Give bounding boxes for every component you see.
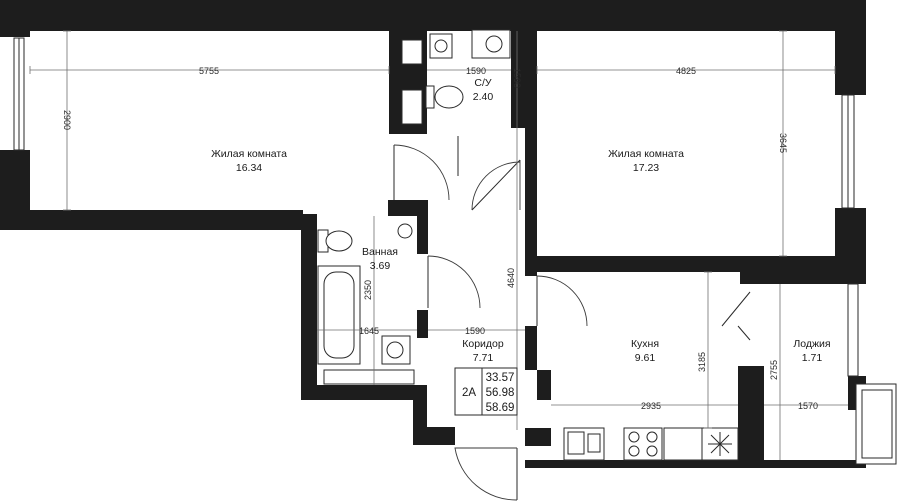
- apartment-area-total: 56.98: [486, 387, 515, 399]
- dim-loggia-width: 1570: [798, 401, 818, 411]
- room-name-bath: Ванная: [362, 246, 398, 258]
- room-area-corridor: 7.71: [473, 352, 494, 364]
- room-name-living-right: Жилая комната: [608, 148, 684, 160]
- room-area-loggia: 1.71: [802, 352, 823, 364]
- dim-corridor-height: 4640: [506, 268, 516, 288]
- dim-living-right-width: 4825: [676, 66, 696, 76]
- windows: [13, 37, 897, 465]
- wc-sink: [471, 29, 511, 59]
- wc-toilet: [434, 85, 464, 109]
- dim-bath-height: 2350: [363, 280, 373, 300]
- window-loggia: [847, 283, 859, 377]
- dim-corridor-width: 1590: [465, 326, 485, 336]
- room-name-wc: С/У: [474, 77, 492, 89]
- apartment-area-with-loggia: 58.69: [486, 402, 515, 414]
- room-labels: Жилая комната 16.34 С/У 2.40 Жилая комна…: [211, 77, 831, 364]
- room-name-loggia: Лоджия: [793, 338, 830, 350]
- wc-sink-small: [429, 33, 453, 59]
- apartment-info-box: 2A 33.57 56.98 58.69: [454, 367, 518, 416]
- bath-sink: [381, 335, 411, 365]
- dim-living-left-width: 5755: [199, 66, 219, 76]
- fixtures: [317, 29, 739, 461]
- room-name-living-left: Жилая комната: [211, 148, 287, 160]
- room-area-kitchen: 9.61: [635, 352, 656, 364]
- room-area-living-right: 17.23: [633, 162, 659, 174]
- apartment-area-living: 33.57: [486, 372, 515, 384]
- apartment-code: 2A: [462, 387, 476, 399]
- dim-wc-height: 1590: [512, 68, 522, 88]
- bathtub: [317, 265, 361, 365]
- dim-bath-width: 1645: [359, 326, 379, 336]
- dim-living-right-height: 3645: [778, 133, 788, 153]
- dim-loggia-height: 2755: [769, 360, 779, 380]
- dimension-labels: 5755 2900 1590 1590 4825 3645 2350 1645 …: [62, 66, 818, 411]
- room-name-kitchen: Кухня: [631, 338, 659, 350]
- dim-wc-width: 1590: [466, 66, 486, 76]
- bath-toilet: [325, 230, 353, 252]
- dim-living-left-height: 2900: [62, 110, 72, 130]
- room-area-bath: 3.69: [370, 260, 391, 272]
- room-area-wc: 2.40: [473, 91, 494, 103]
- dimension-lines: [29, 30, 848, 460]
- room-name-corridor: Коридор: [462, 338, 504, 350]
- room-area-living-left: 16.34: [236, 162, 262, 174]
- doors: [393, 136, 751, 501]
- dim-kitchen-height: 3185: [697, 352, 707, 372]
- dim-kitchen-width: 2935: [641, 401, 661, 411]
- stove: [623, 427, 663, 461]
